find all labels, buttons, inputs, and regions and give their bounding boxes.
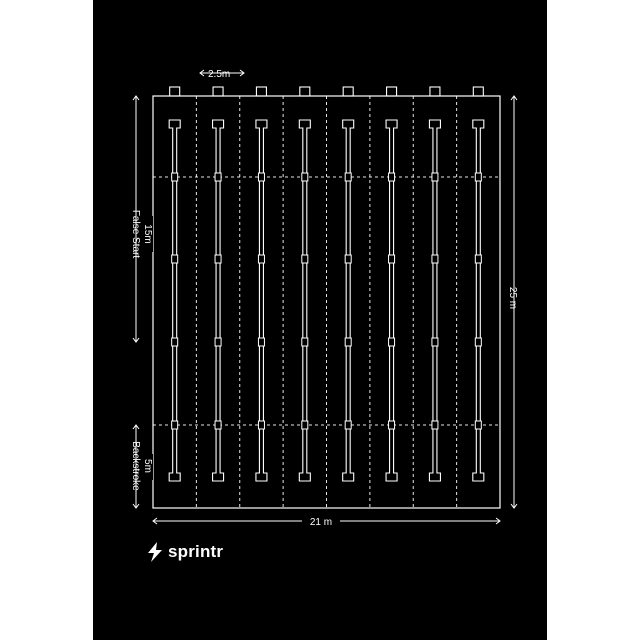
lane-rope-float <box>388 337 396 347</box>
lane-rope-float <box>474 337 482 347</box>
lane-rope-float <box>301 420 309 430</box>
lane-rope-float <box>171 420 179 430</box>
lane-marking <box>298 119 311 482</box>
arrow-right-icon <box>239 69 245 77</box>
lane-rope-float <box>214 254 222 264</box>
lane-rope-float <box>474 420 482 430</box>
lane-width-label: 2.5m <box>208 69 230 80</box>
lane-rope-float <box>474 172 482 182</box>
lane-rope-float <box>171 254 179 264</box>
brand-name: sprintr <box>168 542 224 561</box>
lane-rope-float <box>257 420 265 430</box>
starting-block <box>212 86 224 97</box>
lane-rope-float <box>388 420 396 430</box>
lane-rope-float <box>474 254 482 264</box>
lightning-bolt-icon <box>148 542 162 562</box>
starting-block <box>342 86 354 97</box>
lane-rope-float <box>344 172 352 182</box>
lane-rope-float <box>388 254 396 264</box>
lane-rope-float <box>257 172 265 182</box>
lane-rope-float <box>344 254 352 264</box>
starting-block <box>472 86 484 97</box>
arrow-down-icon <box>132 503 140 509</box>
arrow-up-icon <box>132 424 140 430</box>
lane-rope-float <box>214 420 222 430</box>
lane-rope-float <box>171 337 179 347</box>
lane-rope-float <box>431 337 439 347</box>
lane-rope-float <box>301 337 309 347</box>
starting-block <box>386 86 398 97</box>
lane-rope-float <box>214 172 222 182</box>
lane-marking <box>255 119 268 482</box>
brand-logo: sprintr <box>146 542 223 562</box>
arrow-up-icon <box>132 95 140 101</box>
false-start-distance: 15m <box>142 224 153 243</box>
starting-block <box>169 86 181 97</box>
backstroke-name: Backstroke <box>130 441 141 491</box>
lane-rope-float <box>214 337 222 347</box>
backstroke-distance: 5m <box>142 459 153 473</box>
lane-marking <box>385 119 398 482</box>
lane-marking <box>212 119 225 482</box>
lane-marking <box>428 119 441 482</box>
false-start-name: False Start <box>130 210 141 259</box>
arrow-up-icon <box>510 95 518 101</box>
lane-rope-float <box>171 172 179 182</box>
starting-block <box>255 86 267 97</box>
arrow-right-icon <box>495 517 501 525</box>
lane-rope-float <box>344 337 352 347</box>
lane-rope-float <box>301 172 309 182</box>
lane-rope-float <box>431 172 439 182</box>
lane-marking <box>168 119 181 482</box>
pool-length-label: 25 m <box>507 287 518 309</box>
lane-rope-float <box>388 172 396 182</box>
lane-rope-float <box>431 420 439 430</box>
starting-block <box>429 86 441 97</box>
lane-rope-float <box>257 254 265 264</box>
starting-block <box>299 86 311 97</box>
backstroke-label: 5m Backstroke <box>130 441 153 491</box>
poster-background <box>93 0 547 640</box>
lane-rope-float <box>344 420 352 430</box>
false-start-label: 15m False Start <box>130 210 153 259</box>
lane-marking <box>342 119 355 482</box>
lane-rope-float <box>301 254 309 264</box>
lane-rope-float <box>431 254 439 264</box>
arrow-down-icon <box>132 337 140 343</box>
arrow-left-icon <box>199 69 205 77</box>
lane-rope-float <box>257 337 265 347</box>
pool-geometry <box>132 69 518 525</box>
pool-width-label: 21 m <box>310 517 332 528</box>
pool-width-label-bg <box>302 514 340 528</box>
lane-marking <box>472 119 485 482</box>
arrow-left-icon <box>152 517 158 525</box>
arrow-down-icon <box>510 503 518 509</box>
